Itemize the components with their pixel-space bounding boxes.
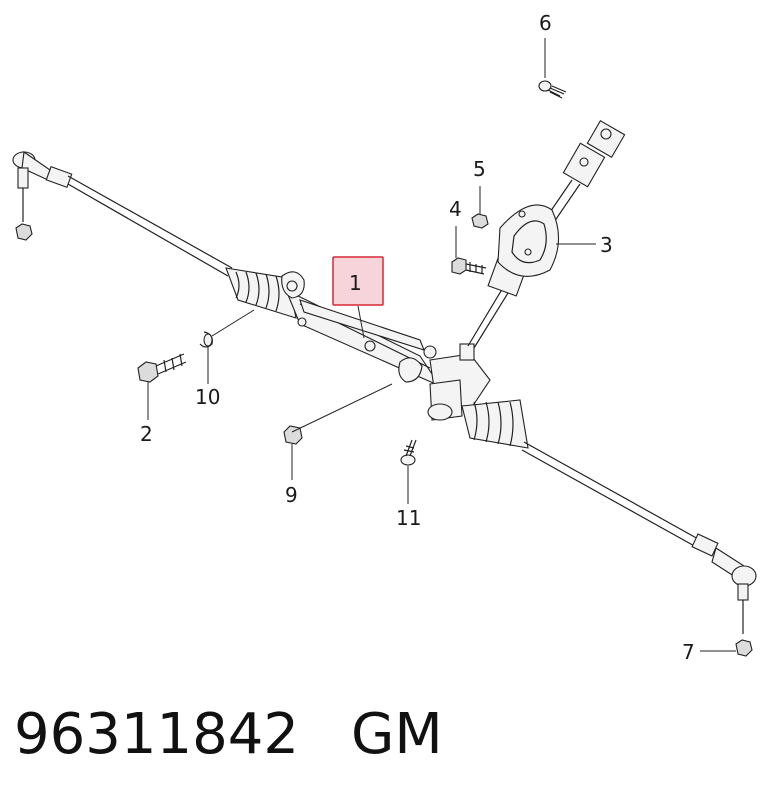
highlight-box-part-1[interactable] xyxy=(332,256,384,306)
callout-2[interactable]: 2 xyxy=(140,422,153,446)
bolt-6 xyxy=(538,80,567,99)
left-tie-rod-end xyxy=(12,151,73,241)
nut-5 xyxy=(471,213,489,229)
bolt-11 xyxy=(400,439,417,466)
callout-3[interactable]: 3 xyxy=(600,233,613,257)
pinion-valve-body xyxy=(427,275,517,421)
callout-4[interactable]: 4 xyxy=(449,197,462,221)
callout-7[interactable]: 7 xyxy=(682,640,695,664)
leader-lines xyxy=(147,38,736,652)
bolt-2 xyxy=(137,353,187,383)
brand-name: GM xyxy=(351,702,443,767)
nut-9 xyxy=(283,425,303,445)
callout-6[interactable]: 6 xyxy=(539,11,552,35)
washer-10 xyxy=(199,331,213,348)
part-number: 96311842 xyxy=(14,702,300,767)
right-nut xyxy=(735,639,753,657)
callout-9[interactable]: 9 xyxy=(285,483,298,507)
right-mount-bushing xyxy=(398,357,423,383)
part-footer: 96311842 GM xyxy=(14,702,443,792)
dust-seal-plate xyxy=(497,204,560,277)
left-tie-rod xyxy=(67,175,233,277)
bolt-4 xyxy=(451,257,487,275)
callout-11[interactable]: 11 xyxy=(396,506,421,530)
callout-10[interactable]: 10 xyxy=(195,385,220,409)
left-nut xyxy=(15,223,33,241)
left-boot xyxy=(225,267,297,319)
right-tie-rod xyxy=(521,441,701,549)
right-boot xyxy=(461,399,529,449)
steering-rack-diagram: 1 2 3 4 5 6 7 9 10 11 xyxy=(12,11,757,664)
right-tie-rod-end xyxy=(691,533,757,657)
callout-5[interactable]: 5 xyxy=(473,157,486,181)
callout-1[interactable]: 1 xyxy=(349,271,362,295)
